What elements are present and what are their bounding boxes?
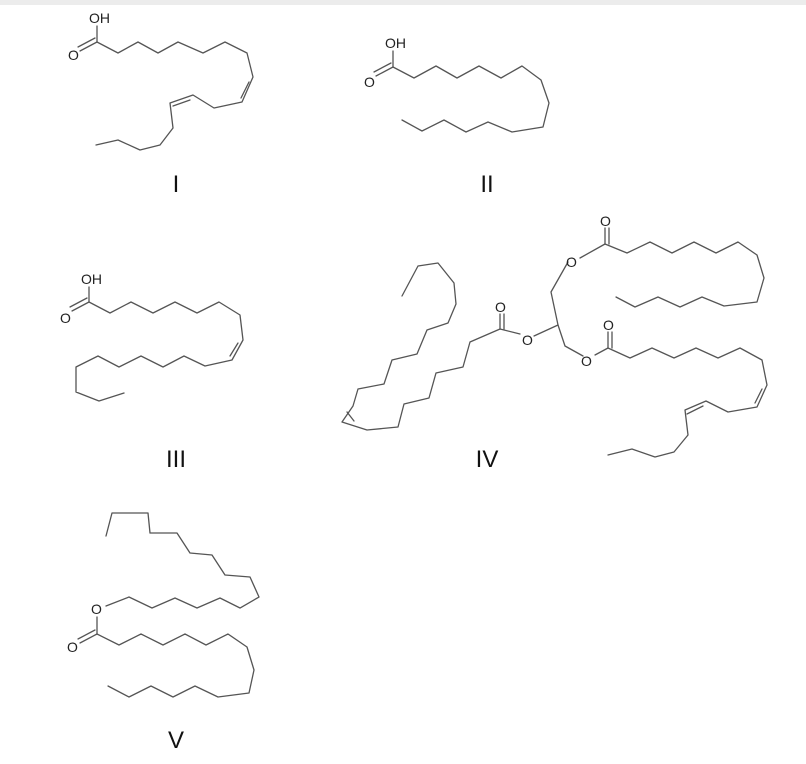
carbonyl-oxygen: O <box>68 47 79 63</box>
structure-label-iii: III <box>166 446 186 473</box>
carbonyl-oxygen: O <box>67 639 78 655</box>
carbonyl-oxygen: O <box>495 299 506 315</box>
carbonyl-oxygen: O <box>603 317 614 333</box>
hydroxyl-group: OH <box>81 271 102 287</box>
carbonyl-oxygen: O <box>600 213 611 229</box>
hydroxyl-group: OH <box>89 10 110 26</box>
structure-v: O O V <box>67 512 260 754</box>
ester-oxygen: O <box>91 601 102 617</box>
top-bar <box>0 0 806 5</box>
structure-ii: O OH II <box>364 35 550 198</box>
structure-iii: O OH III <box>60 271 244 473</box>
carbonyl-oxygen: O <box>60 310 71 326</box>
structure-i: O OH I <box>68 10 254 198</box>
carbonyl-oxygen: O <box>364 74 375 90</box>
structure-label-ii: II <box>480 171 493 198</box>
ester-oxygen: O <box>581 353 592 369</box>
structure-label-iv: IV <box>476 446 499 473</box>
ester-oxygen: O <box>522 332 533 348</box>
ester-oxygen: O <box>566 254 577 270</box>
structure-iv: O O O O O O IV <box>341 213 768 473</box>
structure-label-v: V <box>168 727 184 754</box>
hydroxyl-group: OH <box>385 35 406 51</box>
structure-label-i: I <box>173 171 180 198</box>
